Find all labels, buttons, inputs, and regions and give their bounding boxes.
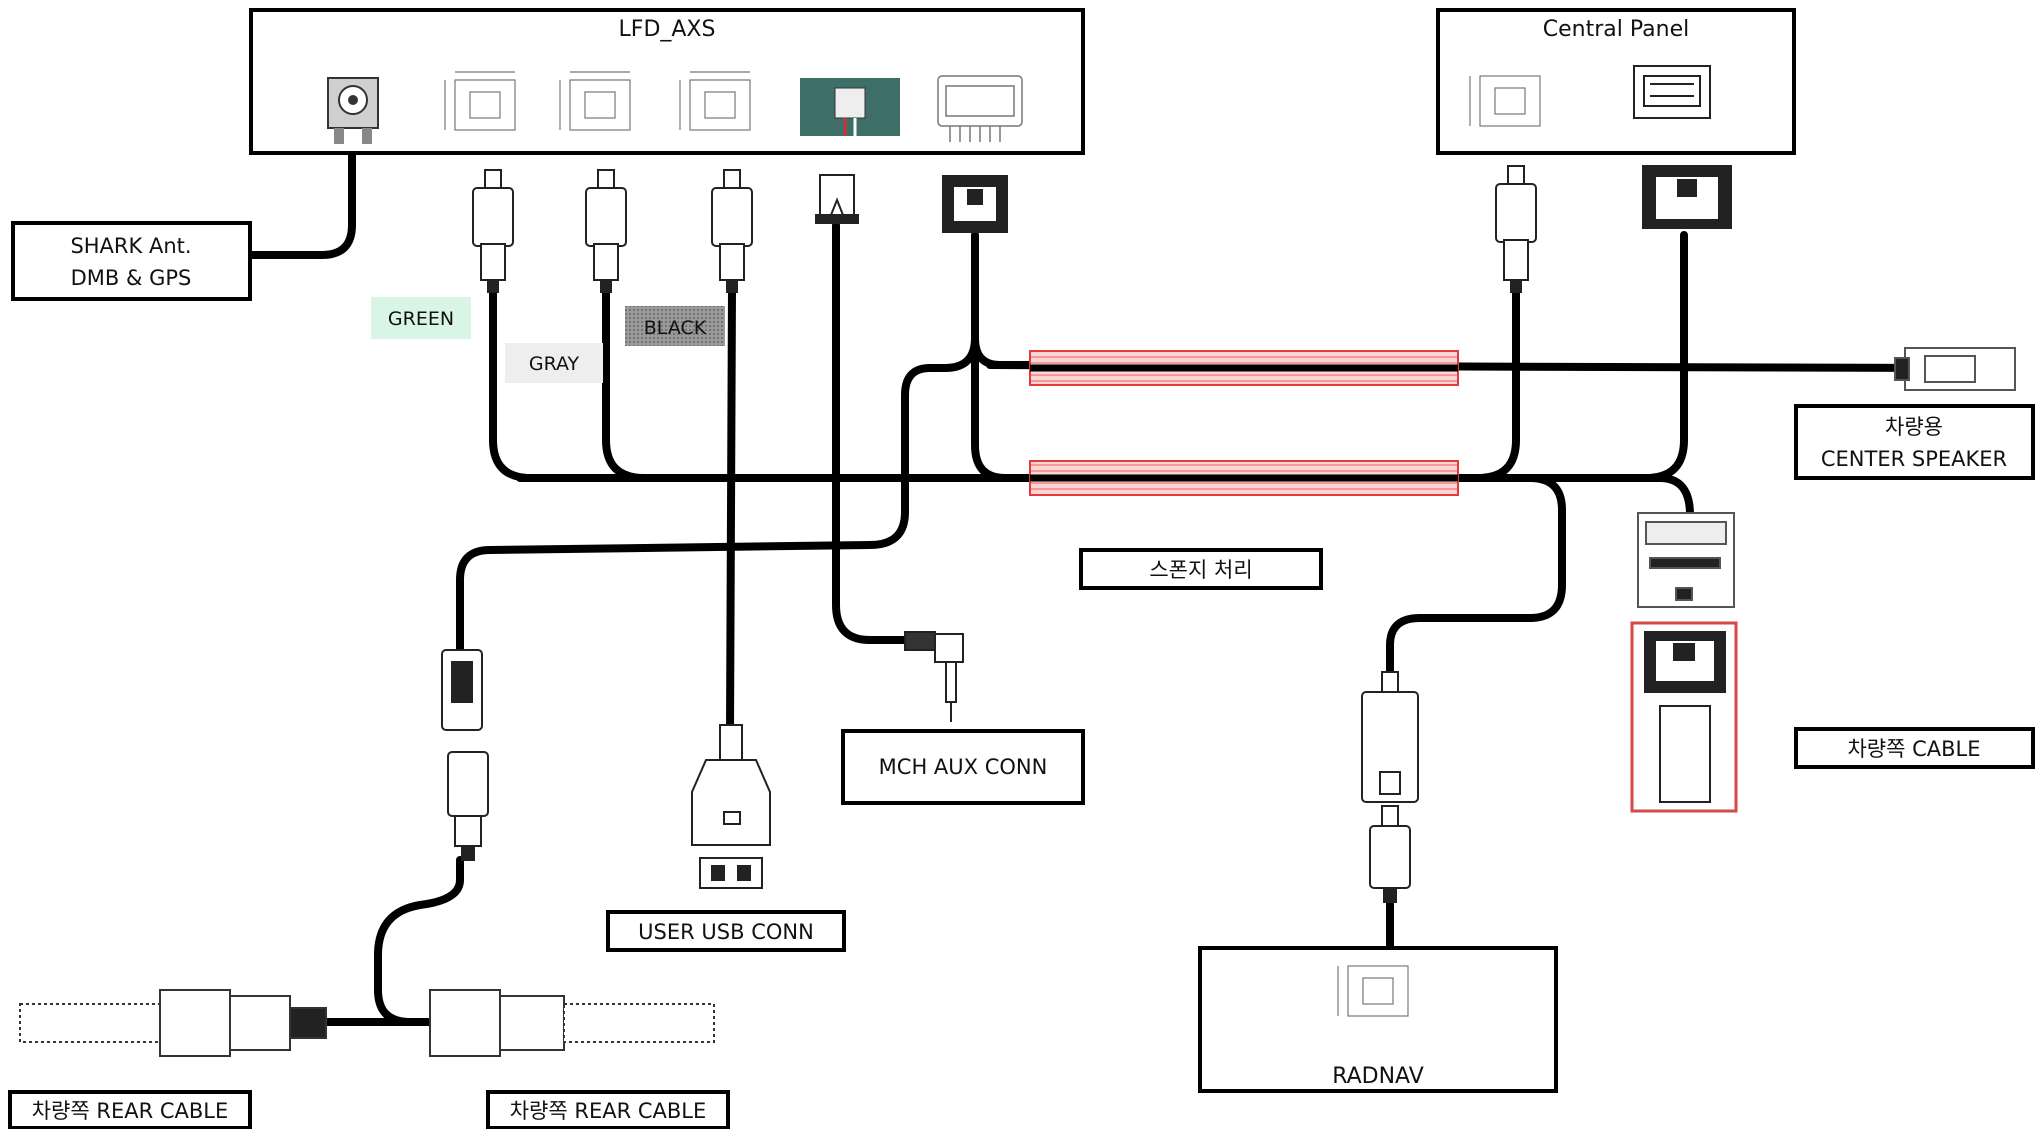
lfd-axs-box: LFD_AXS xyxy=(249,8,1085,155)
conn5-branch-trunk xyxy=(971,334,1009,482)
plug-connector-icon xyxy=(711,169,753,293)
radnav-wire xyxy=(1386,474,1566,694)
header-plug-icon xyxy=(1642,165,1732,229)
vehicle-cable-box: 차량쪽 CABLE xyxy=(1794,727,2035,769)
rear-cable-right-label: 차량쪽 REAR CABLE xyxy=(510,1099,707,1123)
vehicle-cable-label: 차량쪽 CABLE xyxy=(1847,737,1980,761)
connector-drawing-icon xyxy=(1337,965,1409,1017)
lfd-axs-title: LFD_AXS xyxy=(619,17,716,42)
header-block-icon xyxy=(1637,512,1735,608)
black-wire xyxy=(726,286,736,734)
usb-connector-icon xyxy=(691,724,771,889)
connector-drawing-icon xyxy=(559,71,631,131)
user-usb-label: USER USB CONN xyxy=(638,920,814,944)
radnav-box: RADNAV xyxy=(1198,946,1558,1093)
rear-branch-wire xyxy=(456,334,979,656)
central-left-wire xyxy=(1474,286,1520,482)
center-speaker-plug-icon xyxy=(1894,347,2016,391)
rear-cable-left-box: 차량쪽 REAR CABLE xyxy=(8,1090,252,1129)
rear-cable-left-label: 차량쪽 REAR CABLE xyxy=(32,1099,229,1123)
shark-line-1: SHARK Ant. xyxy=(70,234,191,258)
connector-drawing-icon xyxy=(444,71,516,131)
green-tag xyxy=(371,297,471,339)
rear-plug-stack-icon xyxy=(441,649,489,861)
green-wire xyxy=(489,286,535,482)
shark-line-2: DMB & GPS xyxy=(71,266,192,290)
shark-antenna-box: SHARK Ant. DMB & GPS xyxy=(11,221,252,301)
multipin-header-icon xyxy=(937,75,1023,142)
gray-wire xyxy=(602,286,648,482)
mch-aux-label: MCH AUX CONN xyxy=(879,755,1048,779)
black-tag-label: BLACK xyxy=(644,317,707,339)
wire-color-tags: GREEN GRAY BLACK xyxy=(371,297,725,383)
vehicle-cable-plug-icon xyxy=(1644,631,1726,803)
center-speaker-line-2: CENTER SPEAKER xyxy=(1821,447,2007,471)
center-speaker-line-1: 차량용 xyxy=(1885,415,1943,439)
sponge-sleeves xyxy=(1029,350,1459,496)
gray-tag xyxy=(505,343,603,383)
central-panel-title: Central Panel xyxy=(1543,17,1689,42)
sponge-label: 스폰지 처리 xyxy=(1149,558,1252,582)
vehicle-cable-assembly xyxy=(1630,512,1738,813)
sponge-label-box: 스폰지 처리 xyxy=(1079,548,1323,590)
plug-connector-icon xyxy=(472,169,514,293)
rear-cable-right-box: 차량쪽 REAR CABLE xyxy=(486,1090,730,1129)
plug-connector-icon xyxy=(585,169,627,293)
user-usb-box: USER USB CONN xyxy=(606,910,846,952)
radnav-plug-stack-icon xyxy=(1361,671,1419,903)
shark-wire xyxy=(246,151,356,259)
central-panel-box: Central Panel xyxy=(1436,8,1796,155)
conn5-wire xyxy=(971,231,1034,369)
plug-connector-icon xyxy=(1495,165,1537,293)
wire-harness xyxy=(246,151,1939,1026)
aux-header-photo-icon xyxy=(800,78,900,136)
rear-cable-right-assembly-icon xyxy=(429,989,715,1057)
center-speaker-box: 차량용 CENTER SPEAKER xyxy=(1794,404,2035,480)
black-tag xyxy=(625,306,725,346)
right-angle-header-icon xyxy=(1633,65,1711,119)
green-tag-label: GREEN xyxy=(388,308,454,330)
fakra-connector-icon xyxy=(327,77,379,144)
aux-plug-icon xyxy=(815,174,859,224)
connector-drawing-icon xyxy=(1469,75,1541,127)
central-right-wire xyxy=(1642,231,1694,519)
gray-tag-label: GRAY xyxy=(529,353,580,375)
aux-jack-icon xyxy=(904,631,964,722)
connector-drawing-icon xyxy=(679,71,751,131)
plug-connectors xyxy=(472,165,1732,293)
rear-link-wire xyxy=(374,856,464,1026)
aux-wire xyxy=(832,221,914,644)
header-plug-icon xyxy=(942,175,1008,233)
radnav-label: RADNAV xyxy=(1332,1064,1424,1089)
rear-cable-left-assembly-icon xyxy=(19,989,327,1057)
vehicle-cable-frame xyxy=(1630,621,1738,813)
mch-aux-box: MCH AUX CONN xyxy=(841,729,1085,805)
